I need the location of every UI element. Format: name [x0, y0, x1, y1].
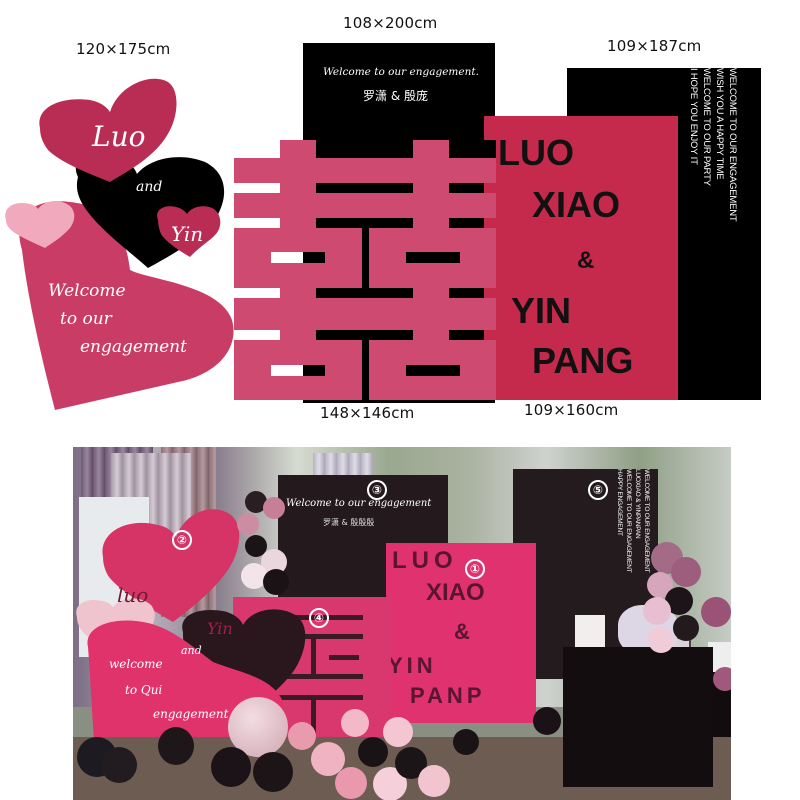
name-yin: YIN	[511, 290, 572, 331]
balloon	[341, 709, 369, 737]
balloon	[713, 667, 731, 691]
name-pang: PANG	[532, 340, 634, 381]
yin-heart-shape	[157, 206, 221, 257]
photo-name-panp: PANP	[410, 683, 486, 708]
name-xiao: XIAO	[532, 184, 621, 225]
photo-table-cloth	[563, 647, 713, 787]
balloon	[288, 722, 316, 750]
badge-3: ③	[367, 480, 387, 500]
balloon-large	[228, 697, 288, 757]
balloon	[648, 627, 674, 653]
balloon	[358, 737, 388, 767]
balloon	[245, 535, 267, 557]
dimension-label-names-panel: 109×160cm	[524, 401, 619, 419]
balloon	[253, 752, 293, 792]
vertical-line-1: WELCOME TO OUR ENGAGEMENT	[727, 68, 738, 222]
balloon	[241, 563, 267, 589]
photo-names-board: LUO XIAO & YIN PANP	[386, 543, 536, 723]
balloon	[383, 717, 413, 747]
name-luo: LUO	[498, 132, 574, 173]
dimension-label-text-panel: 109×187cm	[607, 37, 702, 55]
photo-cake	[575, 615, 605, 653]
balloon	[673, 615, 699, 641]
vertical-text-block: WELCOME TO OUR ENGAGEMENT WISH YOU A HAP…	[687, 68, 739, 268]
photo-vertical-line-4: HAPPY ENGAGEMENT	[616, 469, 623, 536]
photo-card	[708, 642, 731, 672]
photo-heart-engagement: engagement	[153, 707, 229, 721]
photo-vertical-text: WELCOME TO OUR ENGAGEMENT LUOXIAO & YINP…	[615, 469, 651, 579]
heart-text-luo: Luo	[92, 120, 146, 153]
photo-heart-welcome: welcome	[109, 657, 163, 671]
balloon	[335, 767, 367, 799]
photo-vertical-line-2: LUOXIAO & YINPANPAN	[634, 469, 641, 539]
photo-name-xiao: XIAO	[426, 579, 485, 606]
heart-text-engagement: engagement	[80, 337, 187, 357]
photo-heart-and: and	[181, 644, 202, 657]
badge-5: ⑤	[588, 480, 608, 500]
luo-heart-shape	[39, 78, 177, 182]
balloon	[671, 557, 701, 587]
photo-heart-luo: luo	[117, 583, 149, 607]
photo-chinese-names: 罗潇 & 殷殷殷	[323, 518, 375, 527]
balloon	[418, 765, 450, 797]
badge-1: ①	[465, 559, 485, 579]
balloon	[263, 569, 289, 595]
names-panel: LUO XIAO & YIN PANG	[484, 116, 678, 400]
photo-welcome-script: Welcome to our engagement	[286, 498, 432, 509]
big-heart-shape	[19, 201, 234, 410]
photo-heart-yin: Yin	[207, 619, 233, 638]
balloon	[643, 597, 671, 625]
photo-vertical-line-3: WELCOME TO OUR ENGAGEMENT	[625, 469, 632, 573]
light-pink-heart-shape	[5, 200, 75, 248]
balloon	[263, 497, 285, 519]
balloon	[211, 747, 251, 787]
balloon	[158, 727, 194, 765]
hearts-cluster	[5, 78, 234, 410]
heart-text-yin: Yin	[171, 222, 204, 246]
balloon	[701, 597, 731, 627]
vertical-line-3: WELCOME TO OUR PARTY	[701, 68, 712, 186]
welcome-script-text: Welcome to our engagement.	[323, 66, 479, 78]
photo-heart-to-qui: to Qui	[125, 683, 163, 697]
setup-photo: Welcome to our engagement 罗潇 & 殷殷殷 WELCO…	[73, 447, 731, 800]
photo-name-ampersand: &	[454, 619, 470, 644]
vertical-line-2: WISH YOU A HAPPY TIME	[714, 68, 725, 180]
balloon	[101, 747, 137, 783]
heart-text-welcome: Welcome	[48, 281, 126, 301]
badge-2: ②	[172, 530, 192, 550]
dimension-label-xi-panel: 148×146cm	[320, 404, 415, 422]
balloon	[533, 707, 561, 735]
balloon	[453, 729, 479, 755]
photo-vertical-line-1: WELCOME TO OUR ENGAGEMENT	[643, 469, 650, 573]
balloon	[245, 491, 267, 513]
double-happiness-panel	[234, 140, 496, 400]
heart-text-and: and	[136, 179, 163, 195]
dimension-label-hearts: 120×175cm	[76, 40, 171, 58]
balloon	[237, 513, 259, 535]
name-ampersand: &	[577, 247, 595, 274]
dimension-label-welcome-panel: 108×200cm	[343, 14, 438, 32]
badge-4: ④	[309, 608, 329, 628]
heart-text-to-our: to our	[60, 309, 112, 329]
photo-name-luo: LUO	[392, 547, 458, 574]
photo-name-yin: YIN	[388, 653, 437, 678]
chinese-names-text: 罗潇 & 殷庞	[363, 89, 428, 103]
vertical-line-4: I HOPE YOU ENJOY IT	[688, 68, 699, 165]
